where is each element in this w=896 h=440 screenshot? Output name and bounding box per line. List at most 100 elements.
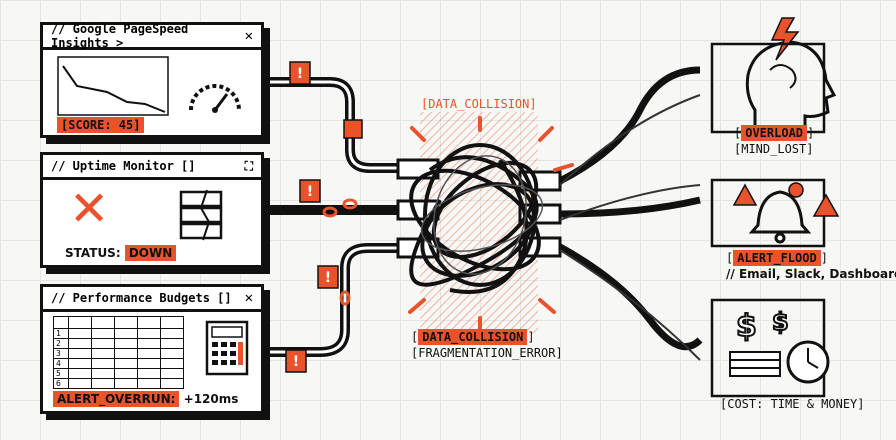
bell-icon	[748, 190, 812, 244]
table-cell	[137, 338, 161, 349]
svg-text:!: !	[325, 270, 331, 286]
server-stack-icon	[179, 189, 223, 241]
table-cell	[160, 358, 184, 369]
lightning-icon	[770, 17, 800, 61]
table-cell	[114, 368, 138, 379]
alert-channels-label: // Email, Slack, Dashboards	[726, 267, 896, 281]
table-cell	[91, 378, 115, 389]
table-cell	[114, 358, 138, 369]
table-row: 6	[53, 378, 184, 389]
pagespeed-titlebar: // Google PageSpeed Insights > ✕	[43, 22, 261, 50]
overload-tag: OVERLOAD	[741, 125, 808, 141]
uptime-window: // Uptime Monitor [] ⛶ ✕ STATUS: DOWN	[40, 152, 264, 268]
notification-dot	[788, 182, 804, 198]
budgets-title: // Performance Budgets []	[51, 291, 232, 305]
alert-overrun-value: +120ms	[183, 392, 239, 406]
uptime-titlebar: // Uptime Monitor [] ⛶	[43, 155, 261, 180]
fragmentation-label: [FRAGMENTATION_ERROR]	[411, 346, 563, 360]
svg-text:!: !	[293, 354, 299, 370]
cost-label: [COST: TIME & MONEY]	[720, 397, 865, 411]
alert-overrun-badge: ALERT_OVERRUN:	[53, 391, 180, 407]
table-cell	[160, 328, 184, 339]
mind-lost-label: [MIND_LOST]	[734, 142, 814, 156]
alert-flood-tag: ALERT_FLOOD	[733, 250, 821, 266]
table-row: 4	[53, 358, 184, 369]
dollar-sign-icon-2: $	[772, 308, 789, 336]
pagespeed-window: // Google PageSpeed Insights > ✕ [SCORE:…	[40, 22, 264, 138]
table-header-row	[53, 316, 184, 329]
head-icon	[745, 40, 837, 130]
score-badge: [SCORE: 45]	[57, 117, 145, 133]
bracket-close: ]	[527, 330, 535, 344]
warning-tag-2: !	[299, 179, 321, 203]
warning-tag-3: !	[317, 265, 339, 289]
table-cell	[91, 316, 115, 329]
table-cell	[68, 368, 92, 379]
table-cell	[114, 338, 138, 349]
table-cell	[114, 328, 138, 339]
clock-icon	[786, 340, 830, 384]
table-cell	[91, 328, 115, 339]
right-cables	[558, 66, 703, 351]
collision-top-label: [DATA_COLLISION]	[421, 97, 537, 111]
status-prefix: STATUS:	[65, 246, 121, 260]
maximize-icon[interactable]: ⛶	[244, 158, 253, 173]
bracket-open: [	[411, 330, 419, 344]
collision-bottom-tag: DATA_COLLISION	[418, 329, 528, 345]
pagespeed-title: // Google PageSpeed Insights >	[51, 22, 189, 50]
pagespeed-trend-chart	[57, 56, 169, 116]
burst-marks	[408, 116, 574, 332]
cable-tangle-thin	[420, 155, 544, 275]
calculator-icon	[205, 320, 249, 376]
table-row: 2	[53, 338, 184, 349]
table-cell	[160, 378, 184, 389]
table-row: 1	[53, 328, 184, 339]
row-number: 1	[53, 328, 69, 339]
table-cell	[137, 378, 161, 389]
dollar-sign-icon: $	[736, 309, 757, 344]
budgets-titlebar: // Performance Budgets [] ✕	[43, 287, 261, 312]
table-cell	[68, 348, 92, 359]
warning-triangle-icon-left	[732, 183, 758, 206]
table-cell	[160, 316, 184, 329]
bracket-close: ]	[820, 251, 828, 265]
bracket-open: [	[726, 251, 734, 265]
table-cell	[91, 348, 115, 359]
table-cell	[137, 358, 161, 369]
warning-tag-1: !	[289, 61, 311, 85]
row-number: 4	[53, 358, 69, 369]
table-cell	[137, 328, 161, 339]
alert-frame	[710, 178, 826, 248]
table-cell	[114, 378, 138, 389]
table-cell	[68, 358, 92, 369]
table-cell	[91, 338, 115, 349]
cable-pagespeed	[262, 77, 400, 173]
warning-tag-4: !	[285, 349, 307, 373]
row-number: 2	[53, 338, 69, 349]
table-cell	[137, 368, 161, 379]
svg-text:!: !	[297, 66, 303, 82]
table-row: 3	[53, 348, 184, 359]
money-stack-icon	[729, 351, 781, 377]
table-cell	[137, 348, 161, 359]
broken-link-icon	[322, 119, 363, 306]
table-row: 5	[53, 368, 184, 379]
cable-budgets	[262, 243, 400, 357]
svg-text:!: !	[307, 184, 313, 200]
table-cell	[68, 328, 92, 339]
close-icon[interactable]: ✕	[244, 28, 253, 44]
bracket-open: [	[734, 126, 742, 140]
table-cell	[114, 316, 138, 329]
uptime-title: // Uptime Monitor []	[51, 159, 196, 173]
table-cell	[114, 348, 138, 359]
table-cell	[160, 368, 184, 379]
status-badge: DOWN	[124, 245, 177, 261]
close-icon[interactable]: ✕	[244, 290, 253, 306]
table-cell	[68, 378, 92, 389]
row-number: 6	[53, 378, 69, 389]
collision-hatch-zone	[420, 112, 538, 334]
table-cell	[137, 316, 161, 329]
